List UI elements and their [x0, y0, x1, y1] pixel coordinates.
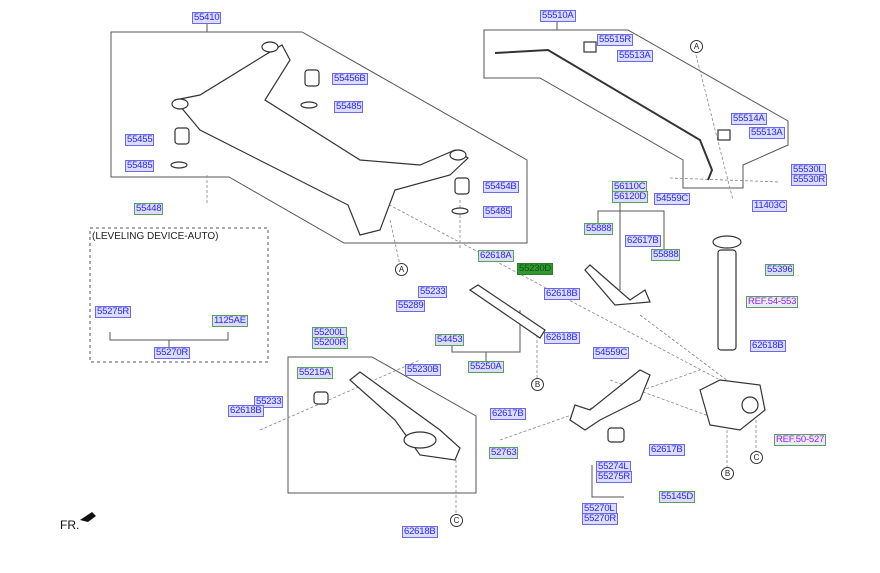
leveling-device-note: (LEVELING DEVICE-AUTO) [92, 231, 219, 242]
part-label[interactable]: 55456B [332, 73, 368, 85]
part-label[interactable]: 54559C [593, 347, 630, 359]
upper-arm-part [468, 284, 546, 339]
part-label[interactable]: 62618B [750, 340, 786, 352]
stabilizer-group-box [483, 29, 789, 189]
marker-b: B [531, 378, 544, 391]
part-label[interactable]: 55485 [483, 206, 513, 218]
part-label[interactable]: 52763 [489, 447, 519, 459]
part-label[interactable]: 55289 [396, 300, 426, 312]
part-label[interactable]: 55200L [312, 327, 347, 339]
part-label[interactable]: 54453 [435, 334, 465, 346]
reference-label[interactable]: REF.54-553 [746, 296, 799, 308]
part-label[interactable]: 55200R [312, 337, 349, 349]
subframe-group-box [110, 31, 528, 244]
trailing-arm-lower-part [569, 369, 651, 431]
part-label[interactable]: 55530R [791, 174, 828, 186]
part-label[interactable]: 55275R [596, 471, 633, 483]
part-label[interactable]: 54559C [654, 193, 691, 205]
part-label[interactable]: 55396 [765, 264, 795, 276]
part-label[interactable]: 62618B [402, 526, 438, 538]
part-label[interactable]: 55888 [651, 249, 681, 261]
part-label[interactable]: 55448 [134, 203, 164, 215]
part-label[interactable]: 62617B [625, 235, 661, 247]
part-label[interactable]: 1125AE [212, 315, 248, 327]
part-label[interactable]: 55485 [125, 160, 155, 172]
part-label[interactable]: 62618B [228, 405, 264, 417]
part-label[interactable]: 55513A [749, 127, 785, 139]
part-label[interactable]: 55513A [617, 50, 653, 62]
part-label[interactable]: 55270R [154, 347, 191, 359]
part-label[interactable]: 62617B [490, 408, 526, 420]
part-label-highlighted[interactable]: 55230D [517, 263, 554, 275]
trailing-arm-part [584, 264, 651, 306]
marker-c: C [450, 514, 463, 527]
marker-a: A [395, 263, 408, 276]
part-label[interactable]: 11403C [752, 200, 788, 212]
lower-arm-part [349, 371, 461, 461]
front-arrow-icon [80, 512, 96, 522]
part-label[interactable]: 55270R [582, 513, 619, 525]
part-label[interactable]: 55230B [405, 364, 441, 376]
part-label[interactable]: 62618B [544, 288, 580, 300]
part-label[interactable]: 55485 [334, 101, 364, 113]
bushing-part [304, 69, 320, 87]
part-label[interactable]: 55215A [297, 367, 333, 379]
part-label[interactable]: 62618A [478, 250, 514, 262]
part-label[interactable]: 62618B [544, 332, 580, 344]
marker-b: B [721, 467, 734, 480]
front-direction-label: FR. [60, 518, 80, 532]
part-label[interactable]: 55888 [584, 223, 614, 235]
part-label[interactable]: 55233 [418, 286, 448, 298]
part-label[interactable]: 56120D [612, 191, 649, 203]
part-label[interactable]: 55454B [483, 181, 519, 193]
subframe-part [173, 44, 469, 236]
marker-c: C [750, 451, 763, 464]
marker-a: A [690, 40, 703, 53]
part-label[interactable]: 55515R [597, 34, 634, 46]
part-label[interactable]: 55514A [731, 113, 767, 125]
lower-arm-group-box [287, 356, 477, 494]
part-label[interactable]: 55250A [468, 361, 504, 373]
part-label[interactable]: 55410 [192, 12, 222, 24]
leveling-device-box [89, 227, 269, 363]
reference-label[interactable]: REF.50-527 [774, 434, 827, 446]
part-label[interactable]: 55510A [540, 10, 576, 22]
part-label[interactable]: 55455 [125, 134, 155, 146]
knuckle-part [699, 379, 766, 431]
part-label[interactable]: 62617B [649, 444, 685, 456]
shock-absorber-part [717, 249, 737, 351]
part-label[interactable]: 55145D [659, 491, 696, 503]
part-label[interactable]: 55275R [95, 306, 132, 318]
stabilizer-bar-part [494, 48, 714, 181]
